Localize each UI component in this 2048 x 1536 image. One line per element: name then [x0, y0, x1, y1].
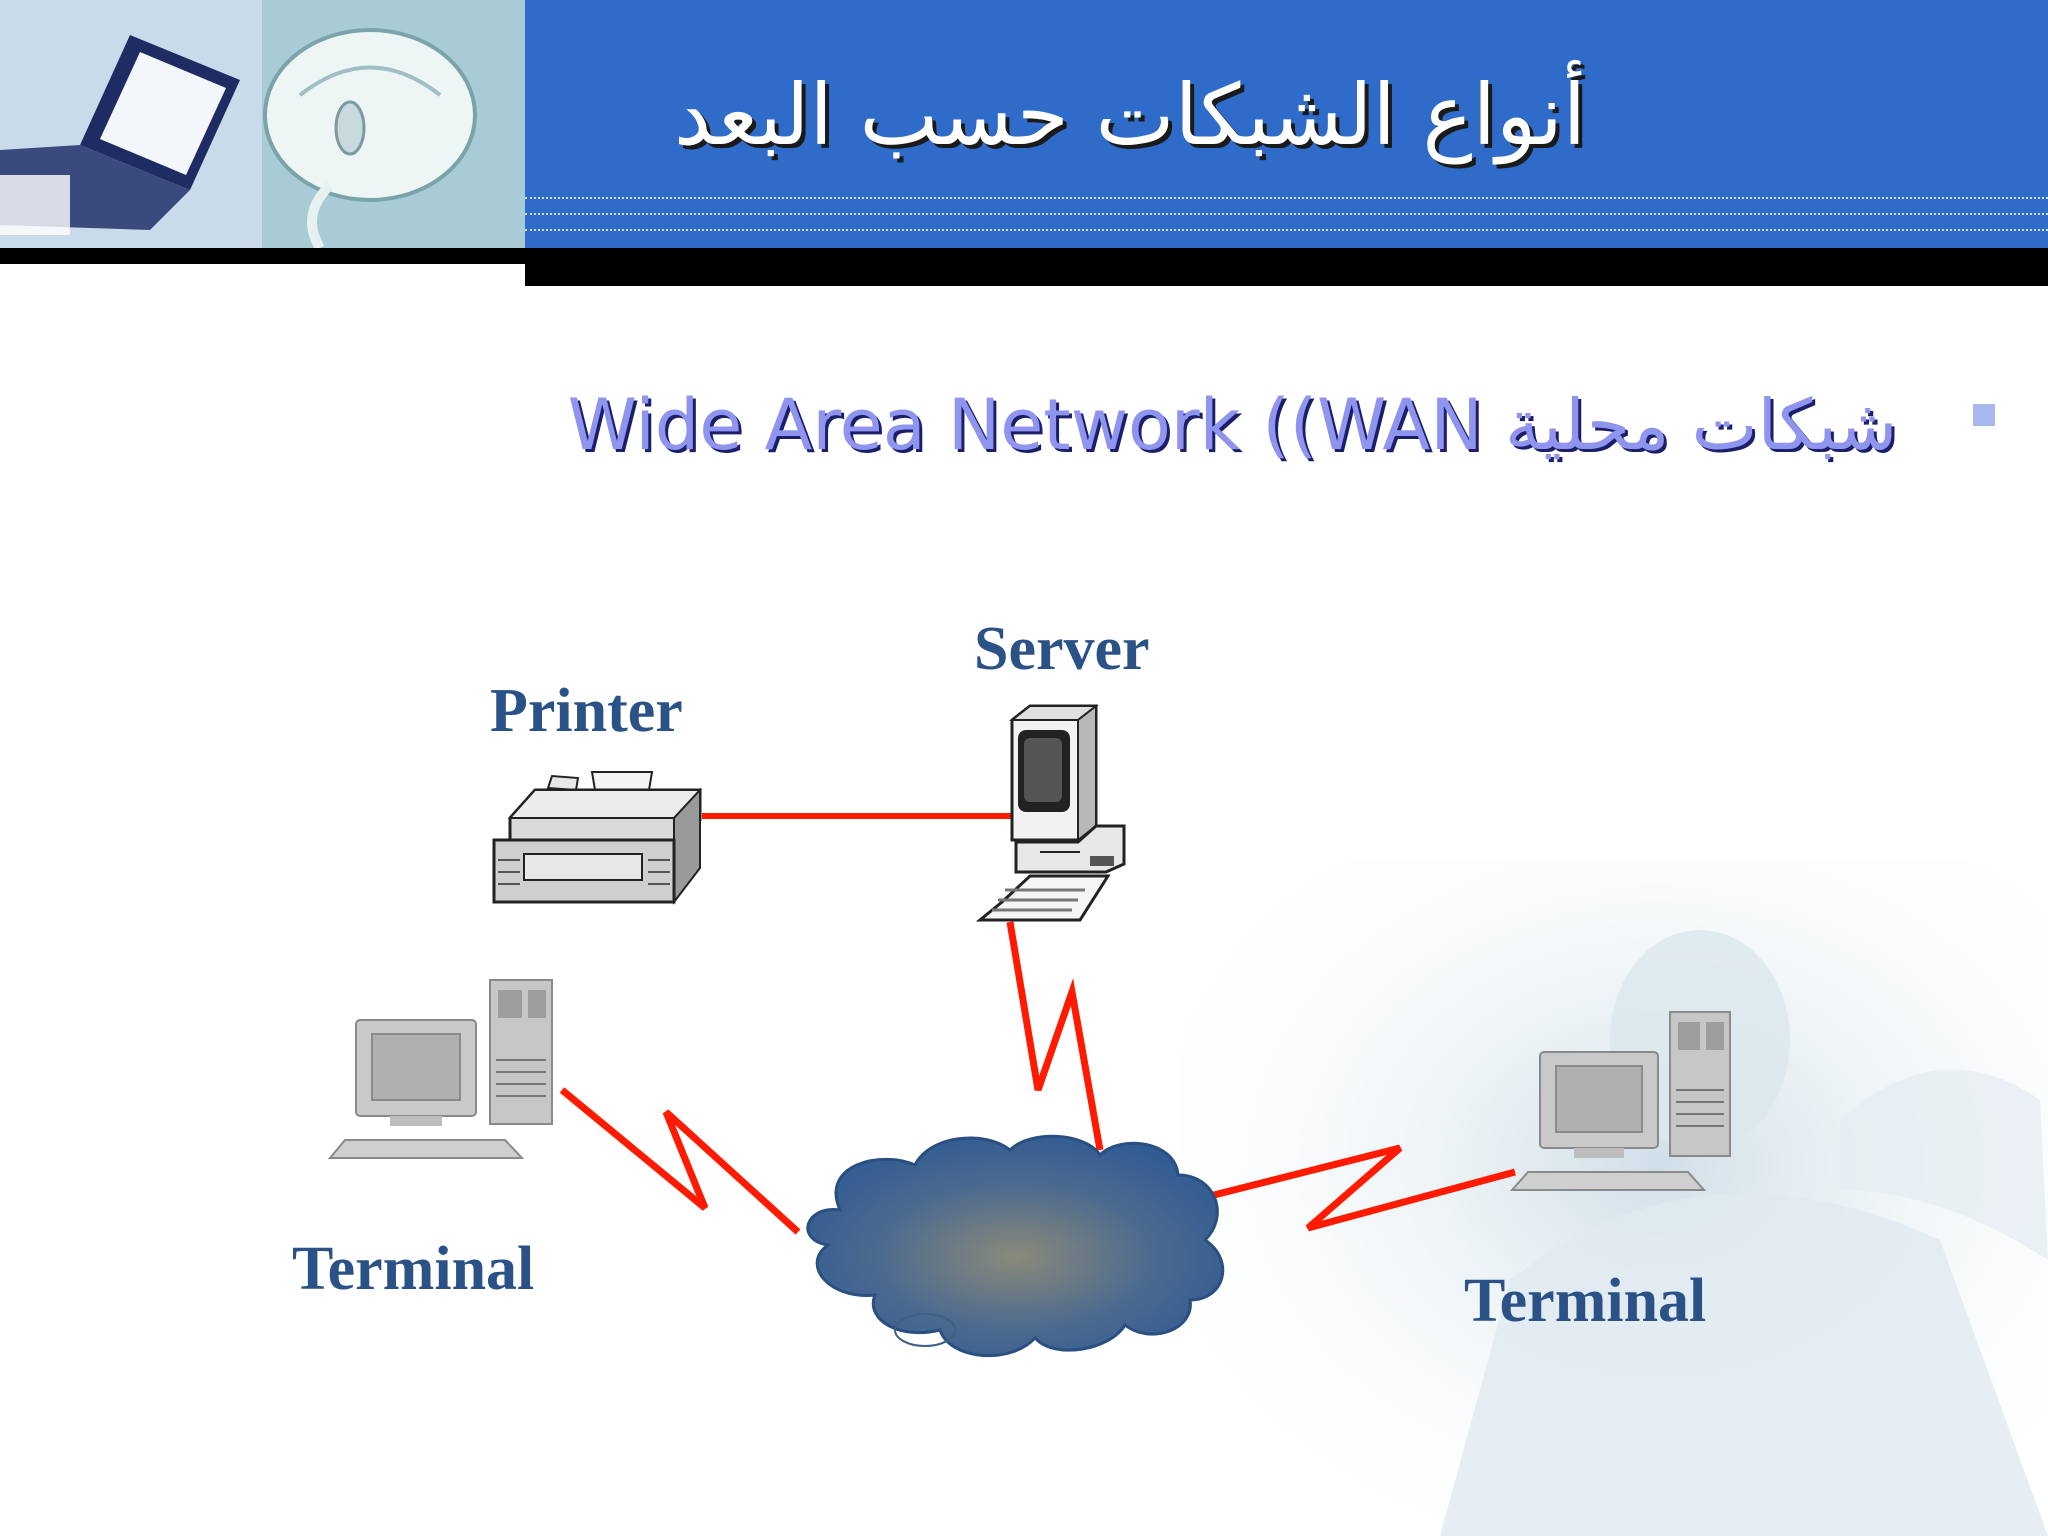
server-label: Server: [974, 615, 1150, 683]
server-computer-icon: [975, 703, 1126, 922]
printer-label: Printer: [490, 677, 683, 745]
terminal-left-label: Terminal: [292, 1235, 535, 1303]
terminal-left-wan-link: [559, 1087, 801, 1235]
header-photo: [0, 0, 525, 248]
desktop-computer-icon: [1509, 1011, 1731, 1191]
laptop-icon: [0, 35, 240, 235]
title-bar: [525, 0, 2048, 248]
cloud-icon: [806, 1134, 1225, 1358]
slide-title: أنواع الشبكات حسب البعد: [673, 66, 1587, 164]
printer-icon: [492, 771, 703, 905]
title-underline: [0, 248, 525, 264]
title-bar-divider: [525, 213, 2048, 215]
title-bar-divider: [525, 229, 2048, 231]
title-bar-divider: [525, 197, 2048, 199]
terminal-right-wan-link: [1209, 1144, 1516, 1232]
bullet-marker: [1973, 404, 1995, 426]
background-photo: [1180, 860, 2048, 1536]
terminal-right-label: Terminal: [1464, 1267, 1707, 1335]
title-underline: [525, 248, 2048, 286]
desktop-computer-icon: [327, 979, 553, 1159]
server-wan-link: [1006, 921, 1104, 1151]
mouse-icon: [263, 28, 477, 248]
bullet-text: شبكات محلية Wide Area Network ((WAN: [567, 384, 1898, 466]
